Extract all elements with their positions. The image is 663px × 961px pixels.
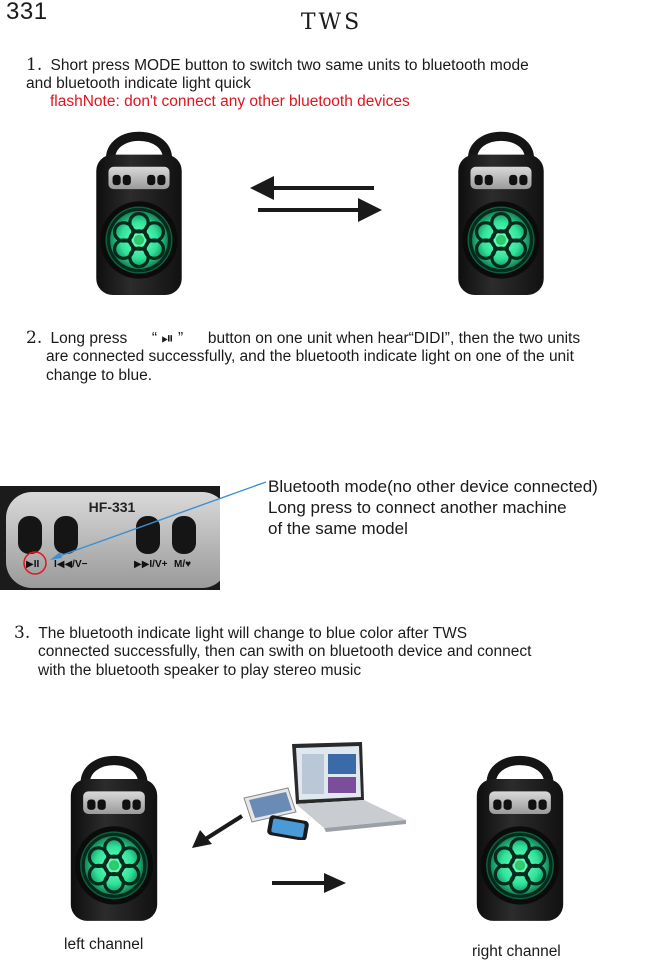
step1-line2: and bluetooth indicate light quick [26, 75, 251, 92]
right-channel-caption: right channel [472, 943, 561, 960]
panel-btn-next-label: ▶▶I/V+ [134, 559, 168, 570]
highlight-circle [23, 551, 47, 575]
step2-line1: 2. Long press “ ⏯ ” button on one unit w… [26, 329, 580, 349]
step2-text1b: button on one unit when hear“DIDI”, then… [207, 330, 581, 347]
panel-model-label: HF-331 [89, 499, 136, 515]
callout-line2: Long press to connect another machine [268, 498, 567, 517]
step1-line1: 1. Short press MODE button to switch two… [26, 56, 529, 76]
callout-line1: Bluetooth mode(no other device connected… [268, 477, 598, 496]
speaker-image-right-channel [466, 744, 574, 924]
step1-number: 1. [26, 55, 43, 75]
panel-btn-prev-label: I◀◀/V− [54, 559, 88, 570]
step2-line3: change to blue. [46, 367, 153, 384]
step1-text1: Short press MODE button to switch two sa… [50, 57, 529, 74]
callout-line3: of the same model [268, 519, 408, 538]
play-pause-quote: “ ⏯ ” [151, 330, 184, 347]
button-panel-closeup: HF-331 ▶II I◀◀/V− ▶▶I/V+ M/♥ [0, 486, 220, 590]
devices-image [243, 742, 406, 840]
model-number: 331 [6, 0, 48, 25]
arrow-to-left-speaker-icon [192, 814, 244, 848]
panel-btn-mode-label: M/♥ [174, 559, 191, 570]
switch-arrows-icon [250, 176, 382, 222]
panel-btn-play-label: ▶II [26, 559, 39, 570]
step3-line2: connected successfully, then can swith o… [38, 643, 532, 660]
step3-line3: with the bluetooth speaker to play stere… [38, 662, 362, 679]
step3-number: 3. [14, 623, 31, 643]
step2-line2: are connected successfully, and the blue… [46, 348, 574, 365]
callout-line [50, 481, 267, 560]
arrow-to-right-speaker-icon [272, 873, 346, 893]
step3-text1: The bluetooth indicate light will change… [38, 625, 468, 642]
page-title: TWS [300, 10, 363, 35]
step1-note: flashNote: don't connect any other bluet… [50, 93, 410, 110]
speaker-image-right-top [446, 120, 556, 298]
step3-line1: 3. The bluetooth indicate light will cha… [14, 624, 467, 644]
step2-text1a: Long press [50, 330, 128, 347]
speaker-image-left-top [84, 120, 194, 298]
left-channel-caption: left channel [64, 936, 144, 953]
step2-number: 2. [26, 328, 43, 348]
speaker-image-left-channel [60, 744, 168, 924]
